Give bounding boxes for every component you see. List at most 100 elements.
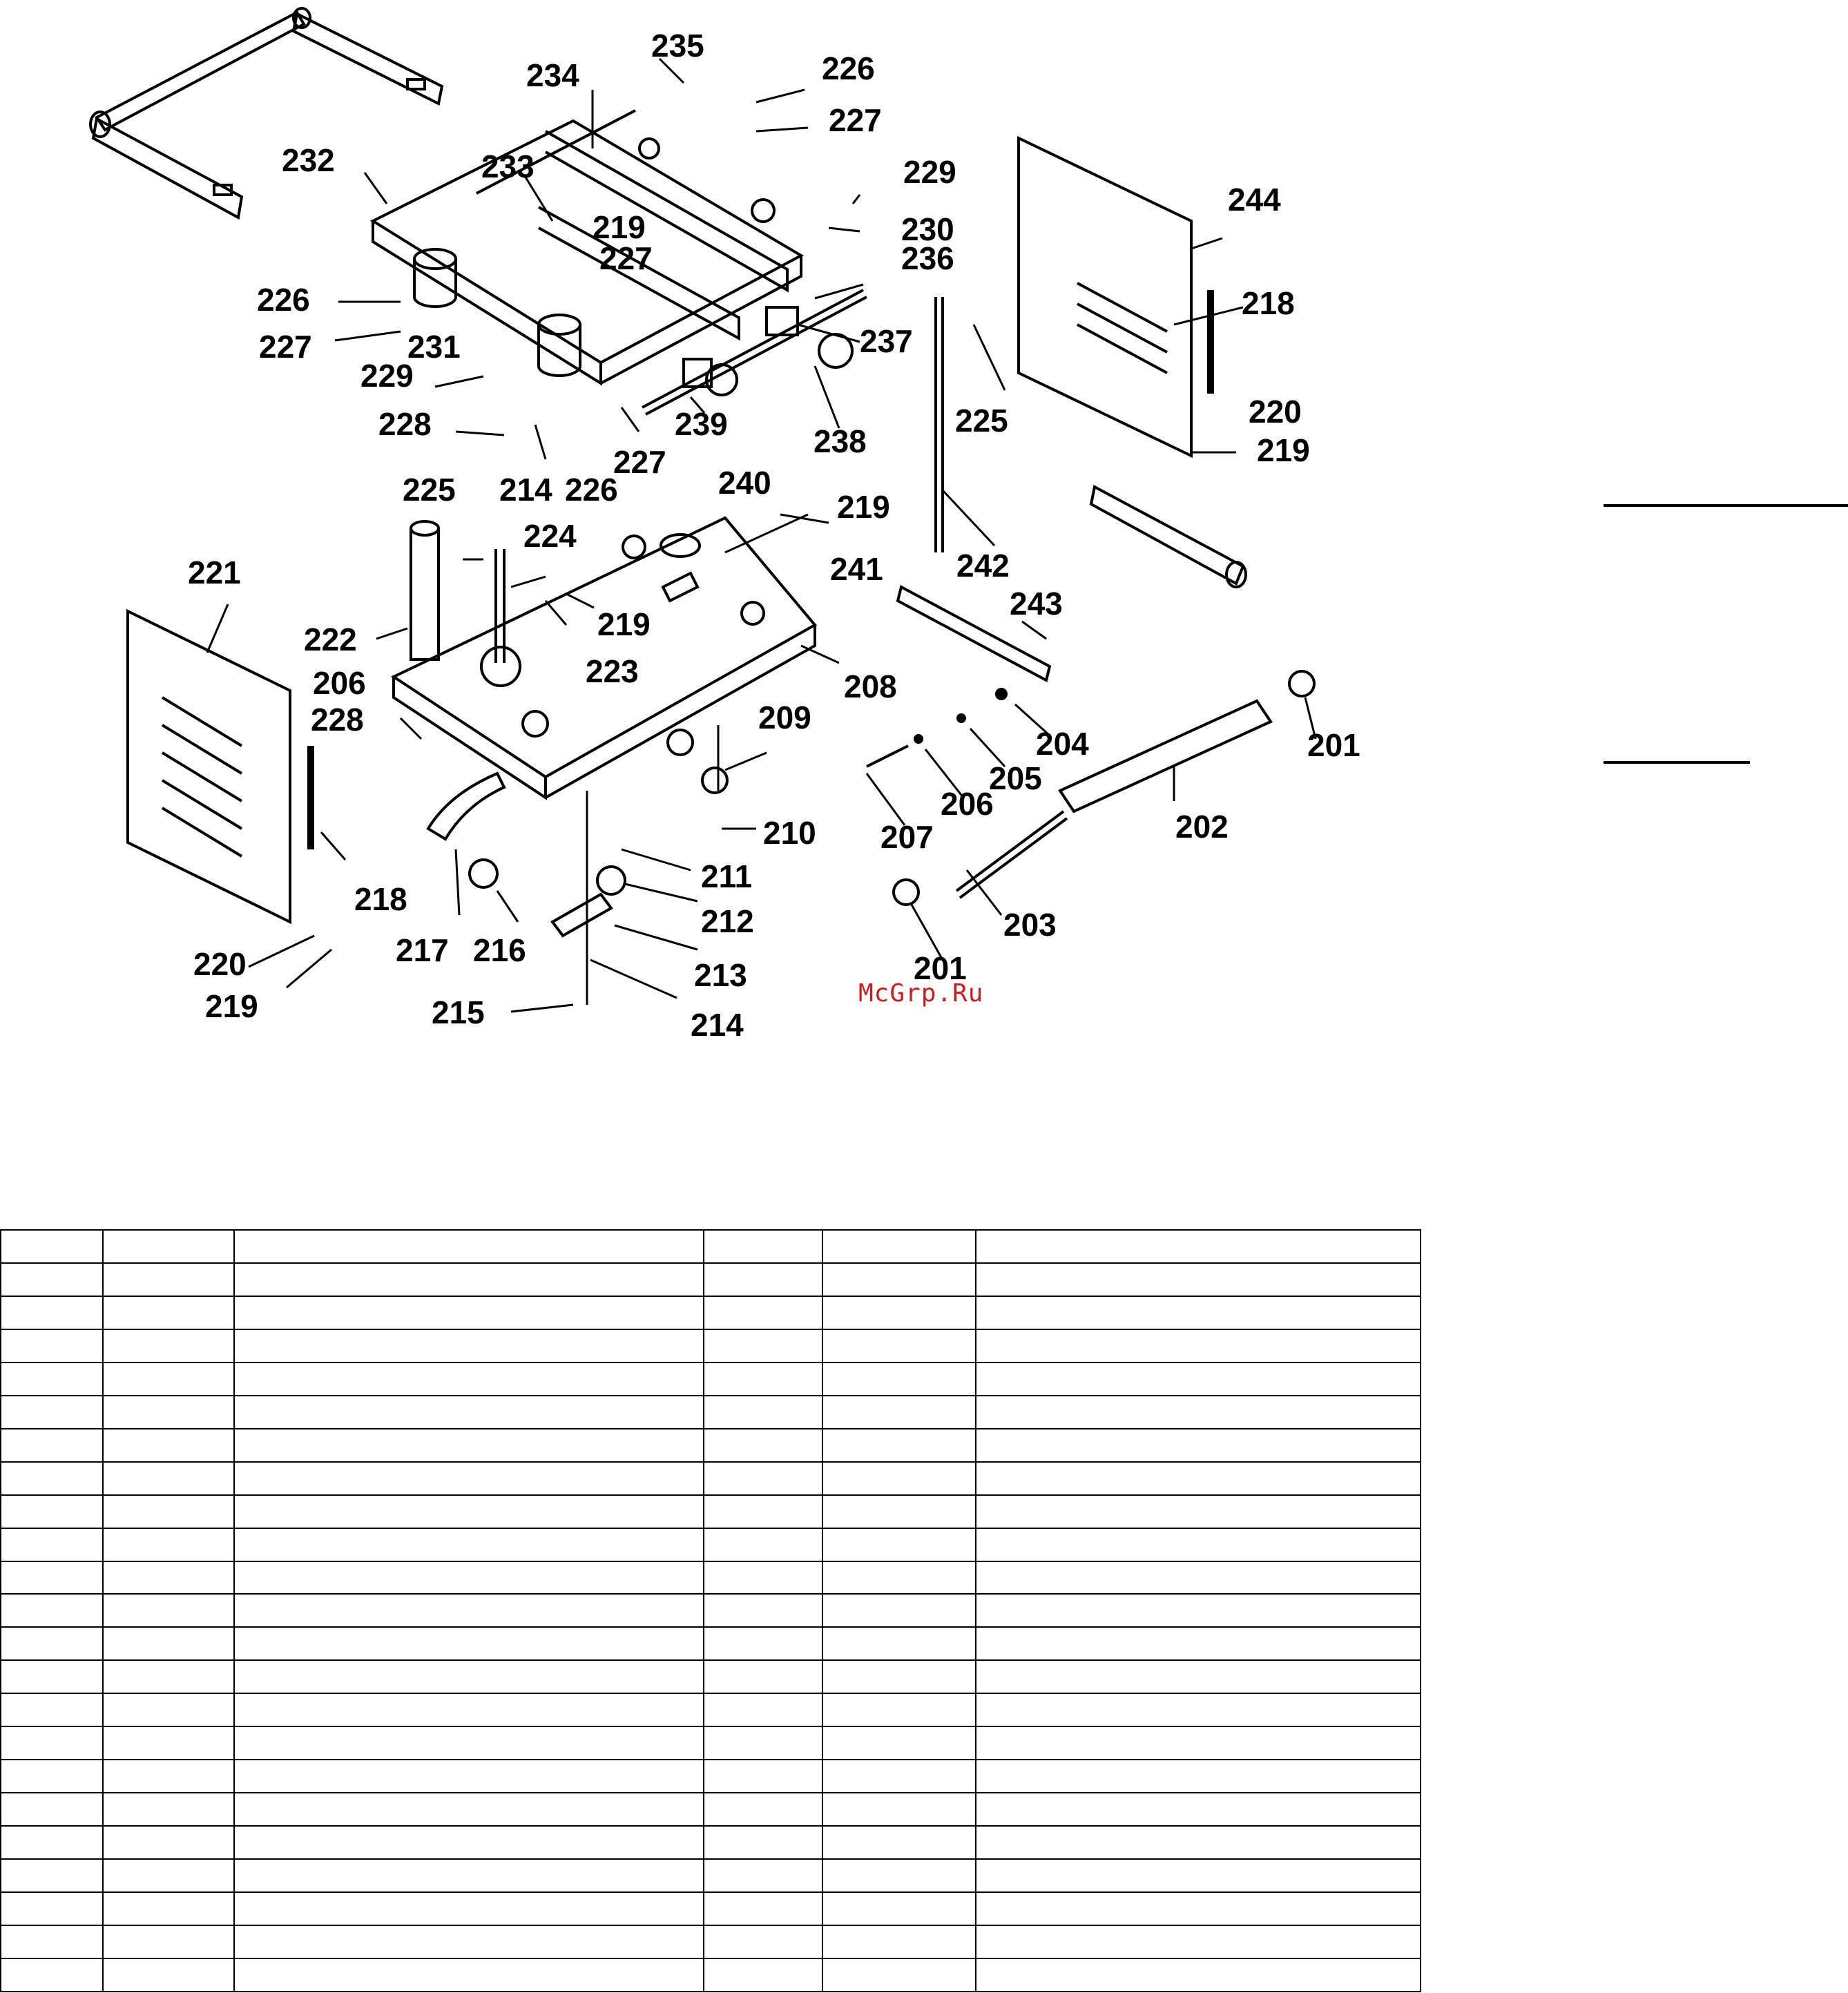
- table-cell: [703, 1394, 823, 1429]
- table-cell: [703, 1229, 823, 1264]
- table-cell: [102, 1593, 235, 1628]
- table-cell: [822, 1229, 976, 1264]
- table-cell: [703, 1726, 823, 1761]
- table-cell: [975, 1394, 1421, 1429]
- table-cell: [703, 1328, 823, 1363]
- table-cell: [102, 1626, 235, 1662]
- support-frame-upper: [89, 7, 444, 220]
- table-cell: [233, 1759, 704, 1794]
- callout-201: 201: [914, 950, 967, 986]
- callout-236: 236: [901, 240, 954, 276]
- callout-225: 225: [403, 472, 456, 508]
- table-row: [0, 1394, 1421, 1429]
- callout-213: 213: [694, 957, 747, 993]
- table-cell: [822, 1328, 976, 1363]
- table-cell: [822, 1494, 976, 1529]
- callout-219: 219: [1257, 432, 1310, 468]
- callout-217: 217: [396, 932, 449, 968]
- table-cell: [703, 1925, 823, 1959]
- table-row: [0, 1295, 1421, 1330]
- table-cell: [233, 1726, 704, 1761]
- table-cell: [975, 1295, 1421, 1330]
- table-cell: [822, 1361, 976, 1396]
- callout-232: 232: [282, 142, 335, 178]
- table-cell: [233, 1328, 704, 1363]
- table-cell: [233, 1957, 704, 1993]
- leader-lines: [206, 57, 1317, 1013]
- table-cell: [102, 1891, 235, 1927]
- table-cell: [0, 1229, 104, 1264]
- table-cell: [822, 1759, 976, 1794]
- table-row: [0, 1659, 1421, 1695]
- table-cell: [975, 1957, 1421, 1993]
- table-cell: [0, 1759, 104, 1794]
- callout-206: 206: [941, 786, 994, 822]
- base-frame: [390, 516, 818, 800]
- callout-210: 210: [763, 815, 816, 851]
- table-cell: [233, 1858, 704, 1894]
- callout-220: 220: [1249, 394, 1302, 430]
- table-cell: [822, 1825, 976, 1860]
- table-cell: [102, 1494, 235, 1529]
- callout-207: 207: [880, 819, 934, 855]
- callout-239: 239: [675, 406, 728, 442]
- table-row: [0, 1925, 1421, 1959]
- table-row: [0, 1693, 1421, 1728]
- table-cell: [233, 1494, 704, 1529]
- callout-227: 227: [259, 329, 312, 365]
- table-cell: [975, 1593, 1421, 1628]
- callout-225: 225: [955, 403, 1008, 439]
- table-cell: [233, 1229, 704, 1264]
- table-cell: [0, 1494, 104, 1529]
- table-cell: [233, 1792, 704, 1827]
- callout-240: 240: [718, 465, 771, 501]
- support-frame-right: [1089, 484, 1247, 588]
- callout-214: 214: [499, 472, 552, 508]
- table-row: [0, 1461, 1421, 1496]
- chain-and-sprockets: [426, 729, 729, 938]
- column: [410, 520, 521, 687]
- side-panel-right: [1017, 135, 1214, 459]
- table-cell: [0, 1626, 104, 1662]
- callout-233: 233: [481, 148, 535, 184]
- callout-201: 201: [1307, 727, 1360, 763]
- callout-203: 203: [1003, 907, 1057, 943]
- table-cell: [0, 1957, 104, 1993]
- table-cell: [703, 1527, 823, 1562]
- table-cell: [0, 1825, 104, 1860]
- table-row: [0, 1726, 1421, 1761]
- callout-243: 243: [1010, 586, 1063, 622]
- callout-238: 238: [814, 423, 867, 459]
- table-cell: [233, 1925, 704, 1959]
- table-cell: [233, 1461, 704, 1496]
- table-cell: [703, 1361, 823, 1396]
- table-row: [0, 1626, 1421, 1662]
- table-cell: [703, 1626, 823, 1662]
- axle-hardware: [866, 688, 1008, 768]
- table-cell: [233, 1427, 704, 1463]
- table-cell: [975, 1262, 1421, 1297]
- table-cell: [0, 1925, 104, 1959]
- table-cell: [0, 1328, 104, 1363]
- table-cell: [102, 1792, 235, 1827]
- table-cell: [975, 1461, 1421, 1496]
- table-cell: [102, 1262, 235, 1297]
- table-cell: [822, 1295, 976, 1330]
- callout-227: 227: [829, 102, 882, 138]
- callout-219: 219: [837, 489, 890, 525]
- table-cell: [703, 1759, 823, 1794]
- table-cell: [703, 1494, 823, 1529]
- table-cell: [822, 1626, 976, 1662]
- table-cell: [102, 1361, 235, 1396]
- table-cell: [102, 1328, 235, 1363]
- table-cell: [233, 1825, 704, 1860]
- table-row: [0, 1858, 1421, 1894]
- callout-202: 202: [1175, 809, 1229, 845]
- table-cell: [233, 1394, 704, 1429]
- table-cell: [102, 1726, 235, 1761]
- callout-208: 208: [844, 668, 897, 704]
- callout-229: 229: [360, 358, 414, 394]
- table-cell: [822, 1925, 976, 1959]
- table-cell: [233, 1560, 704, 1595]
- table-cell: [703, 1858, 823, 1894]
